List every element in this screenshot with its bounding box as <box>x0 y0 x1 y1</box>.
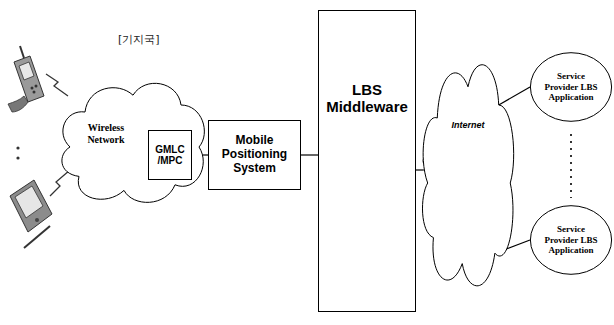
process-box: Mobile Positioning System <box>208 120 301 190</box>
node-text: Service Provider LBS Application <box>541 71 601 102</box>
internet-cloud: Internet <box>420 40 516 300</box>
text-block: Service Provider LBS Application <box>541 71 601 102</box>
ellipsis-dots <box>570 134 572 198</box>
pda-icon <box>10 180 52 248</box>
text-block: Mobile Positioning System <box>213 134 296 175</box>
connector-line <box>416 169 424 170</box>
text-block: LBS Middleware <box>322 81 412 116</box>
text-area: Service Provider LBS Application <box>530 205 612 275</box>
network-cloud: Wireless NetworkGMLC /MPC <box>58 70 208 210</box>
annotation-label: [기지국] <box>118 32 160 47</box>
text-area: Mobile Positioning System <box>209 121 300 189</box>
mobile-phone-icon <box>8 46 44 112</box>
node-text: Mobile Positioning System <box>213 134 296 175</box>
node-text: Service Provider LBS Application <box>541 224 601 255</box>
wireless-signal <box>50 170 70 196</box>
wireless-signal <box>46 74 68 96</box>
text-block: Service Provider LBS Application <box>541 224 601 255</box>
ellipsis-dots <box>16 146 19 159</box>
service-ellipse: Service Provider LBS Application <box>530 205 612 275</box>
node-text: Internet <box>442 120 494 130</box>
text-area: Service Provider LBS Application <box>530 52 612 122</box>
connector-line <box>301 154 318 155</box>
text-area: LBS Middleware <box>319 11 415 311</box>
text-block: GMLC /MPC <box>151 144 189 167</box>
node-text: GMLC /MPC <box>151 144 189 167</box>
connector-line <box>499 87 530 105</box>
cloud-outline <box>420 40 516 300</box>
node-text: Wireless Network <box>72 122 140 145</box>
text-block: Internet <box>442 120 494 130</box>
node-text: LBS Middleware <box>322 81 412 116</box>
service-ellipse: Service Provider LBS Application <box>530 52 612 122</box>
text-area: GMLC /MPC <box>149 131 191 179</box>
text-block: Wireless Network <box>72 122 140 145</box>
gateway-box: GMLC /MPC <box>148 130 192 180</box>
middleware-box: LBS Middleware <box>318 10 416 312</box>
